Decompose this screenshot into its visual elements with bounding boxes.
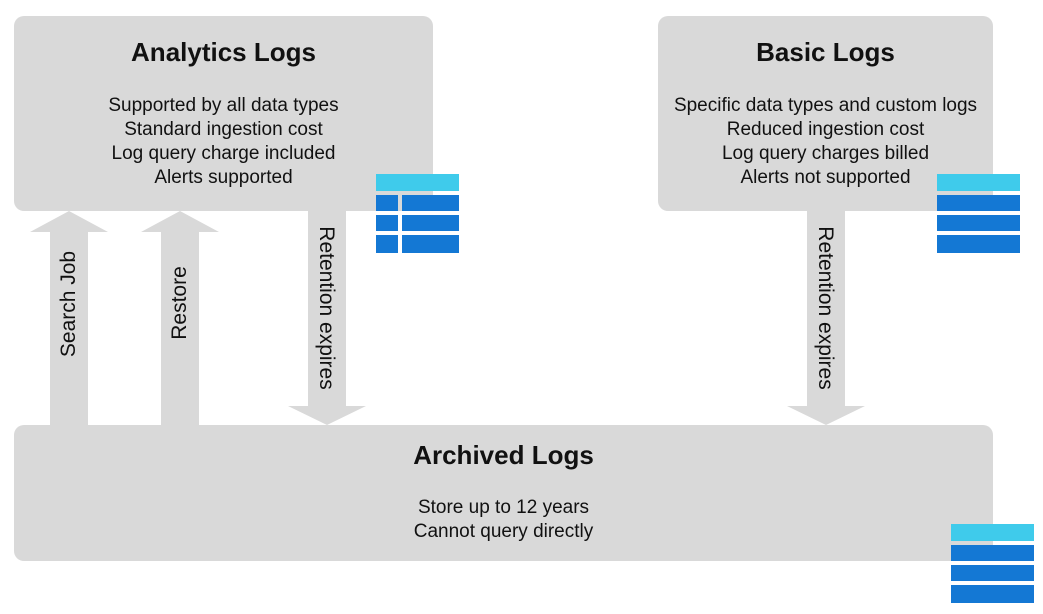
search-job-label: Search Job <box>57 250 80 358</box>
basic-feature-line: Reduced ingestion cost <box>726 119 925 140</box>
analytics-feature-line: Log query charge included <box>111 143 336 164</box>
retention-analytics-label: Retention expires <box>315 226 338 390</box>
archived-feature-line: Store up to 12 years <box>417 497 590 518</box>
basic-feature-line: Alerts not supported <box>740 167 911 188</box>
retention-analytics-arrow <box>288 211 366 425</box>
basic-feature-line: Specific data types and custom logs <box>673 95 978 116</box>
basic-logs-box: Basic Logs Specific data types and custo… <box>658 16 993 211</box>
archived-logs-features: Store up to 12 years Cannot query direct… <box>14 496 993 544</box>
basic-logs-title: Basic Logs <box>756 37 895 67</box>
analytics-feature-line: Alerts supported <box>154 167 293 188</box>
analytics-logs-features: Supported by all data types Standard ing… <box>14 94 433 190</box>
search-job-arrow <box>30 211 108 425</box>
restore-label: Restore <box>168 266 191 340</box>
analytics-logs-box: Analytics Logs Supported by all data typ… <box>14 16 433 211</box>
table-grid-icon <box>376 174 459 253</box>
archived-logs-box: Archived Logs Store up to 12 years Canno… <box>14 425 993 561</box>
restore-arrow <box>141 211 219 425</box>
basic-feature-line: Log query charges billed <box>721 143 930 164</box>
table-rows-icon <box>937 174 1020 253</box>
table-rows-icon <box>951 524 1034 603</box>
analytics-feature-line: Supported by all data types <box>108 95 339 116</box>
basic-logs-features: Specific data types and custom logs Redu… <box>658 94 993 190</box>
retention-basic-arrow <box>787 211 865 425</box>
analytics-logs-title: Analytics Logs <box>131 37 316 67</box>
archived-logs-title: Archived Logs <box>413 440 594 470</box>
analytics-feature-line: Standard ingestion cost <box>124 119 323 140</box>
archived-feature-line: Cannot query directly <box>413 521 594 542</box>
retention-basic-label: Retention expires <box>814 226 837 390</box>
